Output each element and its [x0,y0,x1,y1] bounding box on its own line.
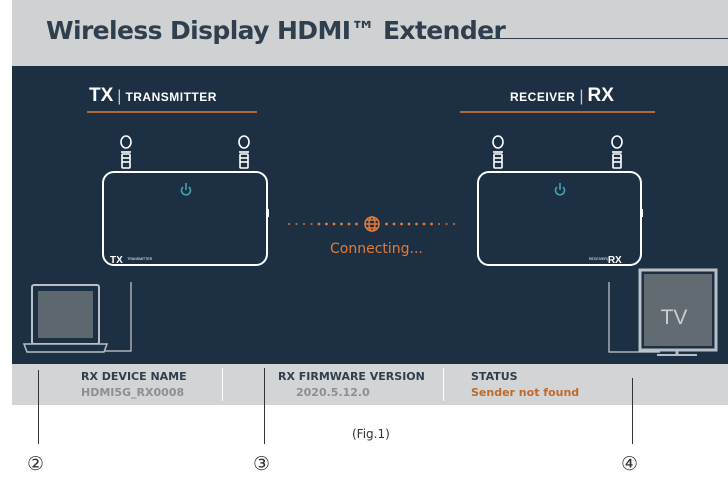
connection-dot [392,222,396,226]
transmitter-label: TX|TRANSMITTER [89,85,217,106]
callout-4: ④ [621,453,639,475]
globe-icon [364,216,380,232]
figure-caption: (Fig.1) [352,427,390,441]
connection-dot [340,222,343,226]
status-divider [443,368,444,401]
callout-2: ② [27,453,45,475]
tv-screen-label: TV [661,306,688,329]
tx-device-caption: TX TRANSMITTER [110,250,152,268]
firmware-field: RX FIRMWARE VERSION 2020.5.12.0 [278,370,425,399]
connection-dot [355,222,358,226]
connection-dot [287,222,291,226]
status-bar: RX DEVICE NAME HDMI5G_RX0008 RX FIRMWARE… [12,364,728,405]
connection-dot [347,222,351,226]
connection-dots-faint [287,222,456,226]
connection-dot [325,222,328,226]
status-value: Sender not found [471,386,580,399]
firmware-label: RX FIRMWARE VERSION [278,370,425,383]
receiver-device [477,171,642,266]
device-name-label: RX DEVICE NAME [81,370,187,383]
status-divider [222,368,223,401]
tv-icon [638,268,718,356]
rx-device-caption: RECEIVER|RX [589,255,622,266]
callout-line [632,378,633,444]
connection-dot [430,222,433,226]
connection-dot [385,222,388,226]
laptop-icon [22,284,109,353]
device-name-field: RX DEVICE NAME HDMI5G_RX0008 [81,370,187,399]
connection-dot [302,222,306,226]
connection-dot [317,222,321,226]
page-title: Wireless Display HDMI™ Extender [46,16,506,45]
rx-caption-abbr: RX [607,255,622,266]
connection-dot [445,222,448,226]
connection-dot [452,222,456,226]
connection-panel: TV TX|TRANSMITTER RECEIVER|RX TX TRANSMI… [12,66,728,364]
tx-antenna-left-icon [120,135,132,169]
callout-line [264,368,265,444]
callout-line [38,370,39,444]
rx-antenna-left-icon [492,135,504,169]
device-name-value: HDMI5G_RX0008 [81,386,185,399]
rx-cable [608,282,660,353]
header-rule [480,38,728,39]
tx-power-icon [180,183,192,196]
tx-antenna-right-icon [238,135,250,169]
tx-label-text: TRANSMITTER [125,90,217,104]
tx-abbr: TX [89,85,114,106]
connection-dot [332,222,336,226]
firmware-value: 2020.5.12.0 [296,386,370,399]
connection-dots [317,222,433,226]
status-field: STATUS Sender not found [471,370,579,399]
connection-dot [422,222,426,226]
header: Wireless Display HDMI™ Extender [12,0,728,66]
connection-diagram: TV [22,111,718,356]
connection-dot [437,222,441,226]
rx-caption-label: RECEIVER [589,256,607,261]
tx-caption-abbr: TX [110,255,123,266]
connection-status-text: Connecting... [330,241,423,257]
rx-antenna-right-icon [611,135,623,169]
rx-label-text: RECEIVER [510,90,576,104]
receiver-label: RECEIVER|RX [510,85,614,106]
connection-dot [310,222,313,226]
rx-power-icon [554,183,566,196]
connection-dot [407,222,411,226]
tx-caption-label: TRANSMITTER [127,256,153,261]
connection-dot [295,222,298,226]
callout-3: ③ [253,453,271,475]
transmitter-device [102,171,268,266]
connection-dot [400,222,403,226]
status-label: STATUS [471,370,518,383]
connection-dot [415,222,418,226]
rx-abbr: RX [587,85,614,106]
